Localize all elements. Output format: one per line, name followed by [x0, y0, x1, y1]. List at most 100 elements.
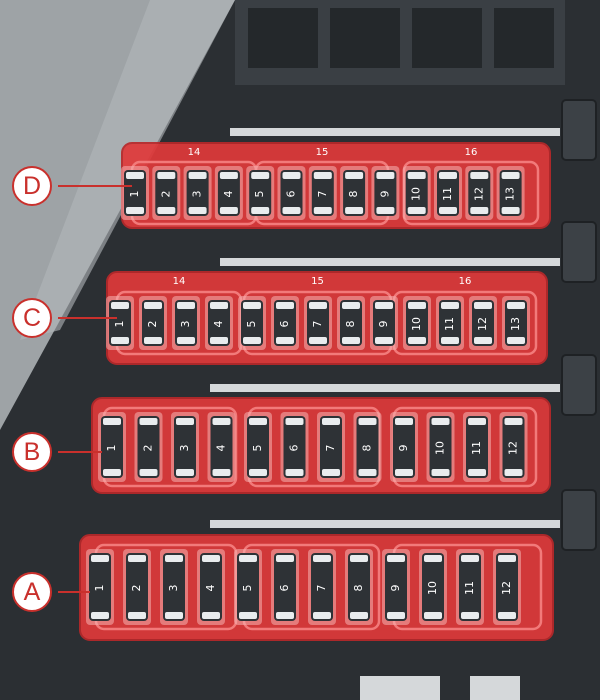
fuse-number-label: 8 — [344, 321, 357, 328]
fuse-slot: 3 — [183, 166, 212, 220]
fuse-number-label: 2 — [159, 191, 172, 198]
fuse-slot: 6 — [271, 549, 299, 625]
fuse-group-label: 16 — [465, 147, 478, 158]
fuse-group-label: 14 — [173, 276, 186, 287]
fuse-number-label: 9 — [397, 445, 410, 452]
callout-b: B — [12, 432, 52, 472]
fuse-number-label: 4 — [215, 445, 228, 452]
fuse-number-label: 7 — [311, 321, 324, 328]
fuse-number-label: 11 — [443, 317, 456, 331]
fuse-number-label: 6 — [278, 585, 291, 592]
fuse-number-label: 10 — [410, 187, 423, 201]
fuse-number-label: 12 — [500, 581, 513, 595]
fuse-slot: 5 — [244, 412, 272, 482]
fuse-number-label: 5 — [245, 321, 258, 328]
fuse-slot: 12 — [493, 549, 521, 625]
fuse-slot: 9 — [371, 166, 400, 220]
fuse-slot: 6 — [280, 412, 309, 482]
fuse-slot: 7 — [304, 296, 332, 350]
fuse-slot: 13 — [496, 166, 525, 220]
fuse-number-label: 7 — [316, 191, 329, 198]
fuse-slot: 2 — [134, 412, 163, 482]
fuse-slot: 11 — [463, 412, 491, 482]
fuse-slot: 4 — [197, 549, 225, 625]
fuse-number-label: 6 — [278, 321, 291, 328]
fuse-group-label: 15 — [311, 276, 324, 287]
fuse-slot: 8 — [340, 166, 369, 220]
fuse-number-label: 8 — [347, 191, 360, 198]
fuse-number-label: 2 — [142, 445, 155, 452]
fuse-number-label: 1 — [93, 585, 106, 592]
fuse-slot: 10 — [419, 549, 447, 625]
fuse-number-label: 9 — [378, 191, 391, 198]
fuse-number-label: 3 — [167, 585, 180, 592]
fuse-slot: 11 — [434, 166, 462, 220]
fuse-slot: 11 — [436, 296, 464, 350]
fuse-number-label: 1 — [128, 191, 141, 198]
fuse-slot: 5 — [238, 296, 266, 350]
fuse-number-label: 10 — [426, 581, 439, 595]
fuse-slot: 9 — [390, 412, 418, 482]
fuse-slot: 4 — [205, 296, 233, 350]
fuse-slot: 12 — [465, 166, 494, 220]
fuse-slot: 8 — [353, 412, 382, 482]
callout-a: A — [12, 572, 52, 612]
fuse-number-label: 2 — [130, 585, 143, 592]
fuse-slot: 2 — [123, 549, 151, 625]
fuse-number-label: 6 — [288, 445, 301, 452]
fuse-slot: 1 — [121, 166, 149, 220]
fuse-slot: 6 — [271, 296, 299, 350]
fuse-slot: 2 — [139, 296, 167, 350]
fuse-slot: 8 — [345, 549, 373, 625]
fuse-number-label: 8 — [361, 445, 374, 452]
fuse-number-label: 3 — [179, 321, 192, 328]
fuse-group-label: 16 — [459, 276, 472, 287]
fuse-number-label: 4 — [222, 191, 235, 198]
fuse-slot: 9 — [382, 549, 410, 625]
fuse-number-label: 7 — [324, 445, 337, 452]
fuse-group-label: 14 — [188, 147, 201, 158]
fuse-slot: 12 — [469, 296, 497, 350]
fuse-slot: 7 — [317, 412, 345, 482]
fuse-number-label: 5 — [241, 585, 254, 592]
fuse-slot: 5 — [234, 549, 262, 625]
fuse-number-label: 1 — [113, 321, 126, 328]
fuse-number-label: 12 — [507, 441, 520, 455]
fuse-number-label: 4 — [204, 585, 217, 592]
fuse-number-label: 8 — [352, 585, 365, 592]
fuse-number-label: 10 — [410, 317, 423, 331]
fuse-number-label: 12 — [476, 317, 489, 331]
fuse-number-label: 9 — [389, 585, 402, 592]
fuse-number-label: 7 — [315, 585, 328, 592]
fuse-slot: 3 — [171, 412, 199, 482]
fuse-number-label: 10 — [434, 441, 447, 455]
fuse-number-label: 3 — [178, 445, 191, 452]
fuse-group-label: 15 — [316, 147, 329, 158]
fuse-slot: 13 — [502, 296, 530, 350]
fuse-slot: 12 — [499, 412, 528, 482]
fuse-number-label: 11 — [463, 581, 476, 595]
fuse-slot: 8 — [337, 296, 365, 350]
fuse-slot: 4 — [207, 412, 236, 482]
fuse-slot: 1 — [106, 296, 134, 350]
fuse-number-label: 5 — [253, 191, 266, 198]
callout-c: C — [12, 298, 52, 338]
fuse-number-label: 13 — [509, 317, 522, 331]
fuse-number-label: 12 — [472, 187, 485, 201]
fuse-slot: 7 — [308, 166, 337, 220]
fuse-number-label: 5 — [251, 445, 264, 452]
fuse-number-label: 3 — [191, 191, 204, 198]
fuse-number-label: 1 — [105, 445, 118, 452]
fuse-number-label: 6 — [285, 191, 298, 198]
fuse-slot: 10 — [402, 166, 431, 220]
fuse-number-label: 11 — [470, 441, 483, 455]
fuse-slot: 1 — [98, 412, 126, 482]
fuse-number-label: 13 — [504, 187, 517, 201]
callout-d: D — [12, 166, 52, 206]
